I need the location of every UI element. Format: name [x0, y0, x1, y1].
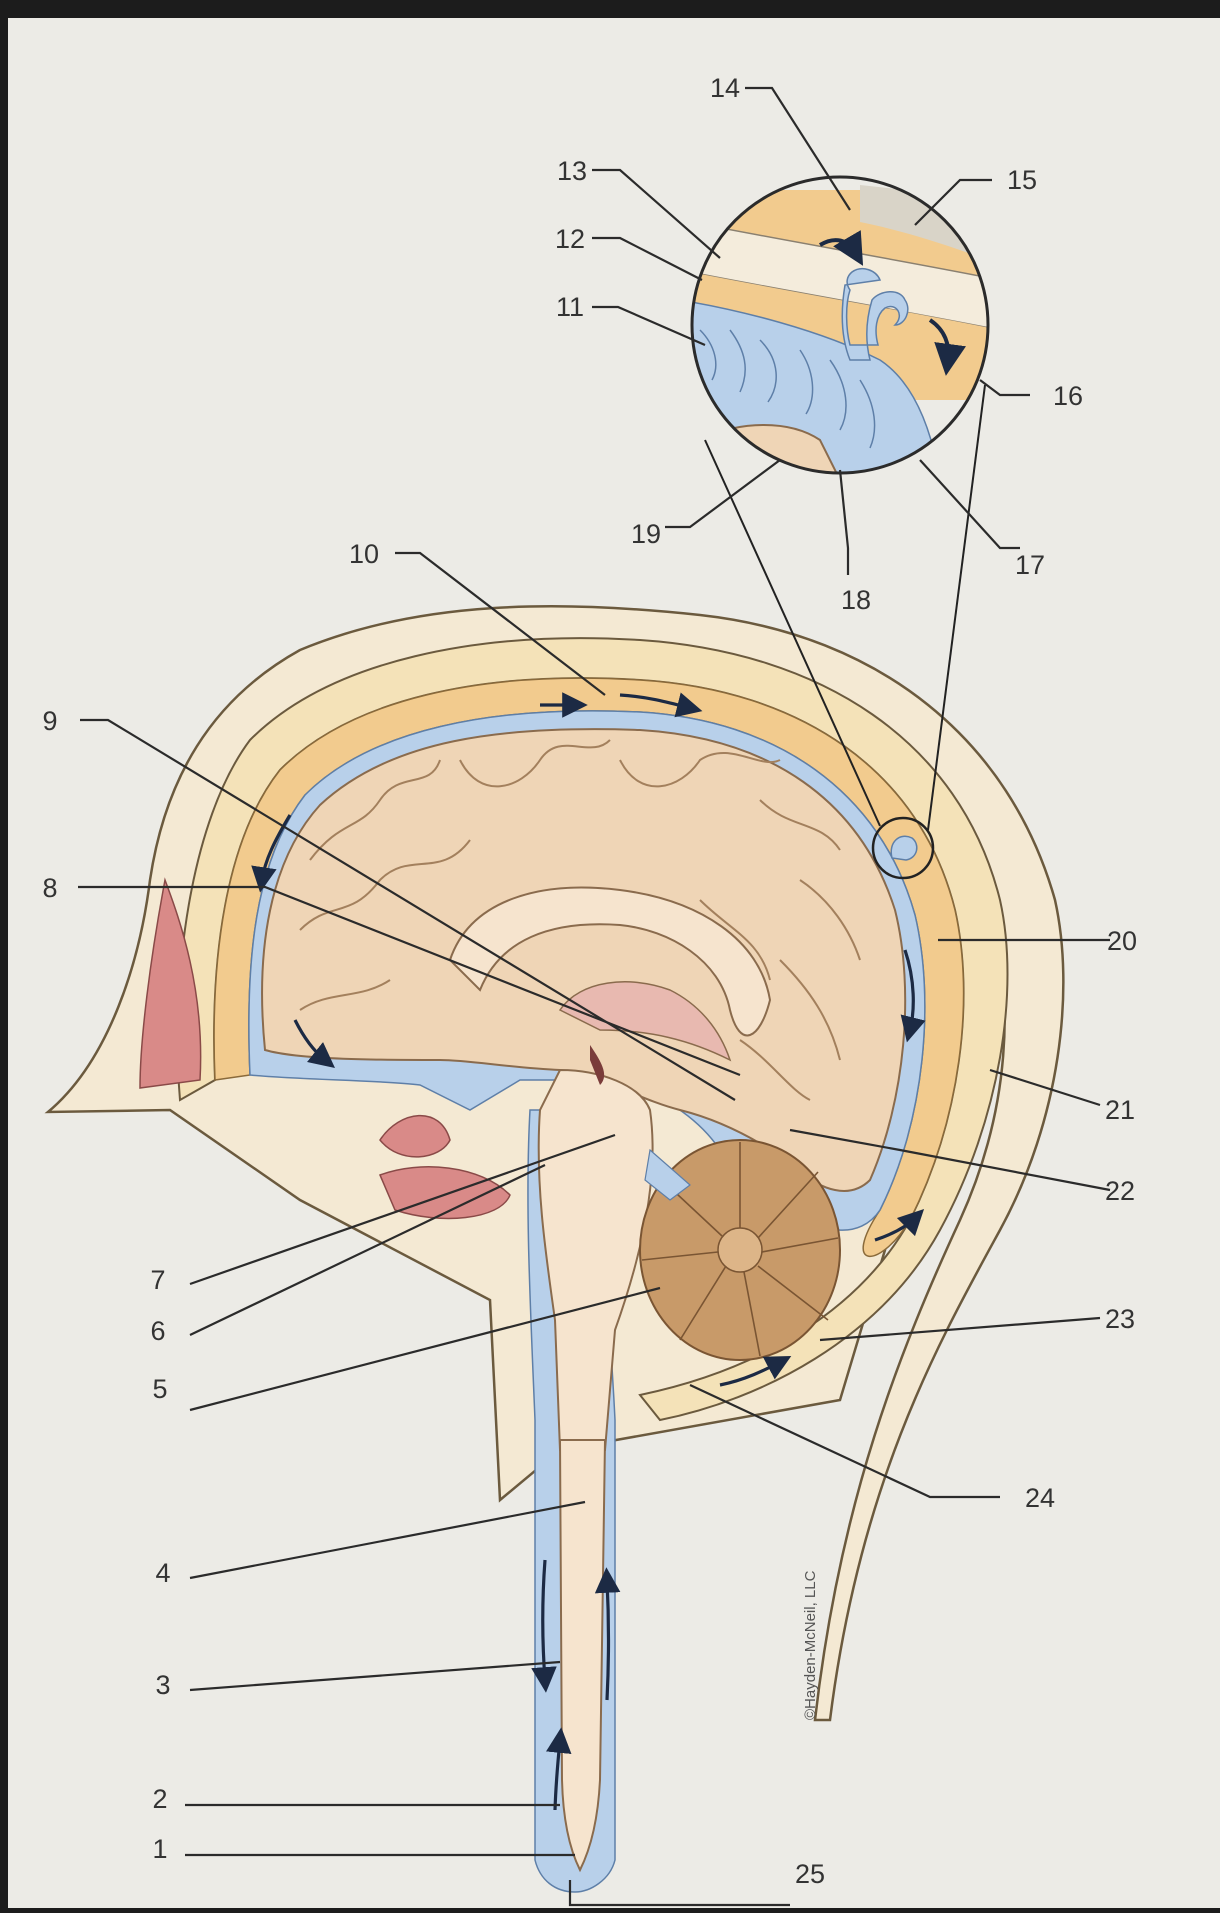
label-9: 9 [42, 706, 57, 736]
label-4: 4 [155, 1558, 170, 1588]
magnify-line-right [927, 384, 986, 831]
label-6: 6 [150, 1316, 165, 1346]
label-18: 18 [841, 585, 871, 615]
choroid-plexus [590, 1045, 605, 1085]
label-25: 25 [795, 1859, 825, 1889]
label-24: 24 [1025, 1483, 1055, 1513]
magnify-source-circle [871, 816, 935, 880]
frontal-sinus [139, 877, 202, 1089]
label-21: 21 [1105, 1095, 1135, 1125]
copyright-credit: ©Hayden-McNeil, LLC [802, 1570, 819, 1720]
leader-lines [78, 86, 1111, 1907]
label-17: 17 [1015, 550, 1045, 580]
label-2: 2 [152, 1784, 167, 1814]
sphenoid-sinus-upper [379, 1114, 451, 1158]
label-10: 10 [349, 539, 379, 569]
label-3: 3 [155, 1670, 170, 1700]
label-14: 14 [710, 73, 740, 103]
spinal-cord [558, 1439, 607, 1873]
label-13: 13 [557, 156, 587, 186]
label-12: 12 [555, 224, 585, 254]
csf-flow-arrows [251, 692, 926, 1811]
label-11: 11 [556, 292, 584, 322]
label-8: 8 [42, 873, 57, 903]
label-5: 5 [152, 1374, 167, 1404]
label-numbers: 1 2 3 4 5 6 7 8 9 10 11 12 13 14 15 16 1… [42, 73, 1137, 1889]
label-16: 16 [1053, 381, 1083, 411]
label-23: 23 [1105, 1304, 1135, 1334]
cerebellum [639, 1139, 841, 1361]
arachnoid-granulation-small [890, 835, 918, 861]
fourth-ventricle [644, 1148, 691, 1201]
label-20: 20 [1107, 926, 1137, 956]
label-15: 15 [1007, 165, 1037, 195]
cerebrum [261, 728, 907, 1192]
gyri [299, 739, 861, 1101]
label-1: 1 [152, 1834, 167, 1864]
label-7: 7 [150, 1265, 165, 1295]
magnify-line-left [704, 439, 881, 827]
lateral-ventricle [558, 981, 732, 1062]
inset-magnified-view [690, 175, 990, 475]
brainstem [537, 1068, 654, 1451]
label-19: 19 [631, 519, 661, 549]
label-22: 22 [1105, 1176, 1135, 1206]
corpus-callosum [448, 886, 772, 1037]
